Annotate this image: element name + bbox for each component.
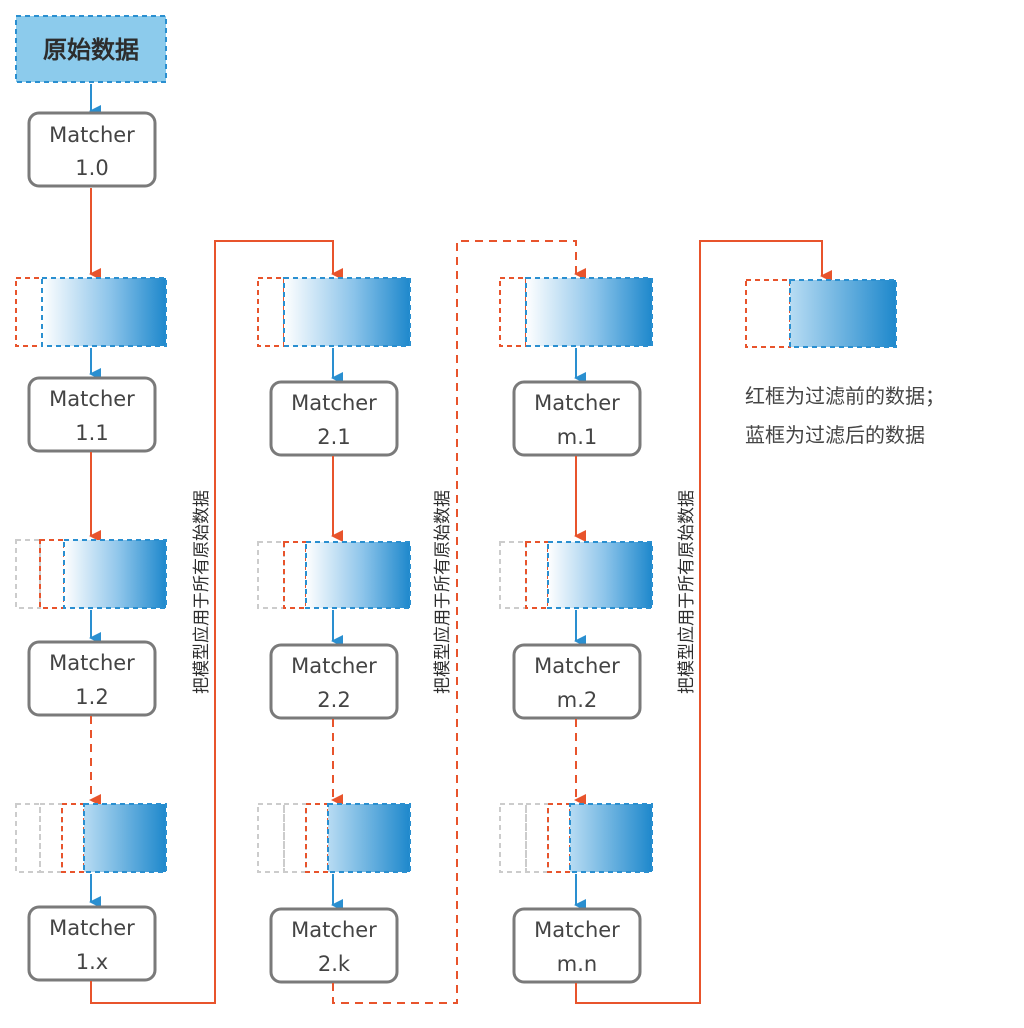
legend-blue-note: 蓝框为过滤后的数据	[745, 423, 925, 447]
data-block-2-k	[257, 803, 411, 873]
data-block-1-1	[15, 277, 167, 347]
data-block-m-2	[499, 541, 653, 609]
matcher-1-2: Matcher 1.2	[27, 640, 157, 717]
source-data-label: 原始数据	[43, 36, 139, 64]
connector-col2-to-col3	[332, 240, 586, 1004]
matcher-1-0-id: 1.0	[75, 156, 108, 180]
matcher-2-k-title: Matcher	[291, 918, 377, 942]
matcher-1-x: Matcher 1.x	[27, 905, 157, 982]
matcher-2-1: Matcher 2.1	[269, 380, 399, 457]
transition-label-3: 把模型应用于所有原始数据	[677, 490, 697, 694]
data-block-1-x	[15, 803, 167, 873]
data-block-m-1	[499, 277, 653, 347]
data-block-1-2	[15, 539, 167, 609]
matcher-m-n-title: Matcher	[534, 918, 620, 942]
matcher-2-k: Matcher 2.k	[269, 907, 399, 984]
matcher-1-0-title: Matcher	[49, 123, 135, 147]
legend-red-note: 红框为过滤前的数据；	[745, 384, 945, 408]
matcher-1-2-id: 1.2	[75, 685, 108, 709]
matcher-1-1-id: 1.1	[75, 421, 108, 445]
data-block-m-n	[499, 803, 653, 873]
matcher-m-1-title: Matcher	[534, 391, 620, 415]
matcher-m-2: Matcher m.2	[512, 643, 642, 720]
matcher-2-2: Matcher 2.2	[269, 643, 399, 720]
matcher-2-2-id: 2.2	[317, 688, 350, 712]
transition-label-1: 把模型应用于所有原始数据	[192, 490, 212, 694]
source-data-box: 原始数据	[15, 15, 167, 83]
matcher-m-2-title: Matcher	[534, 654, 620, 678]
matcher-2-1-title: Matcher	[291, 391, 377, 415]
matcher-1-2-title: Matcher	[49, 651, 135, 675]
matcher-m-2-id: m.2	[557, 688, 598, 712]
matcher-2-2-title: Matcher	[291, 654, 377, 678]
transition-label-2: 把模型应用于所有原始数据	[433, 490, 453, 694]
matcher-1-1-title: Matcher	[49, 387, 135, 411]
connector-col1-to-col2	[90, 240, 343, 1004]
final-data-block	[745, 279, 897, 348]
matcher-1-1: Matcher 1.1	[27, 376, 157, 453]
matcher-m-1-id: m.1	[557, 425, 598, 449]
matcher-2-k-id: 2.k	[318, 952, 351, 976]
matcher-m-n-id: m.n	[557, 952, 597, 976]
connector-col3-to-final	[575, 240, 832, 1004]
matcher-2-1-id: 2.1	[317, 425, 350, 449]
data-block-2-1	[257, 277, 411, 347]
legend: 红框为过滤前的数据； 蓝框为过滤后的数据	[745, 384, 945, 447]
matcher-1-x-id: 1.x	[76, 950, 108, 974]
data-block-2-2	[257, 541, 411, 609]
matcher-m-1: Matcher m.1	[512, 380, 642, 457]
matcher-m-n: Matcher m.n	[512, 907, 642, 984]
matcher-1-x-title: Matcher	[49, 916, 135, 940]
matcher-1-0: Matcher 1.0	[27, 111, 157, 188]
